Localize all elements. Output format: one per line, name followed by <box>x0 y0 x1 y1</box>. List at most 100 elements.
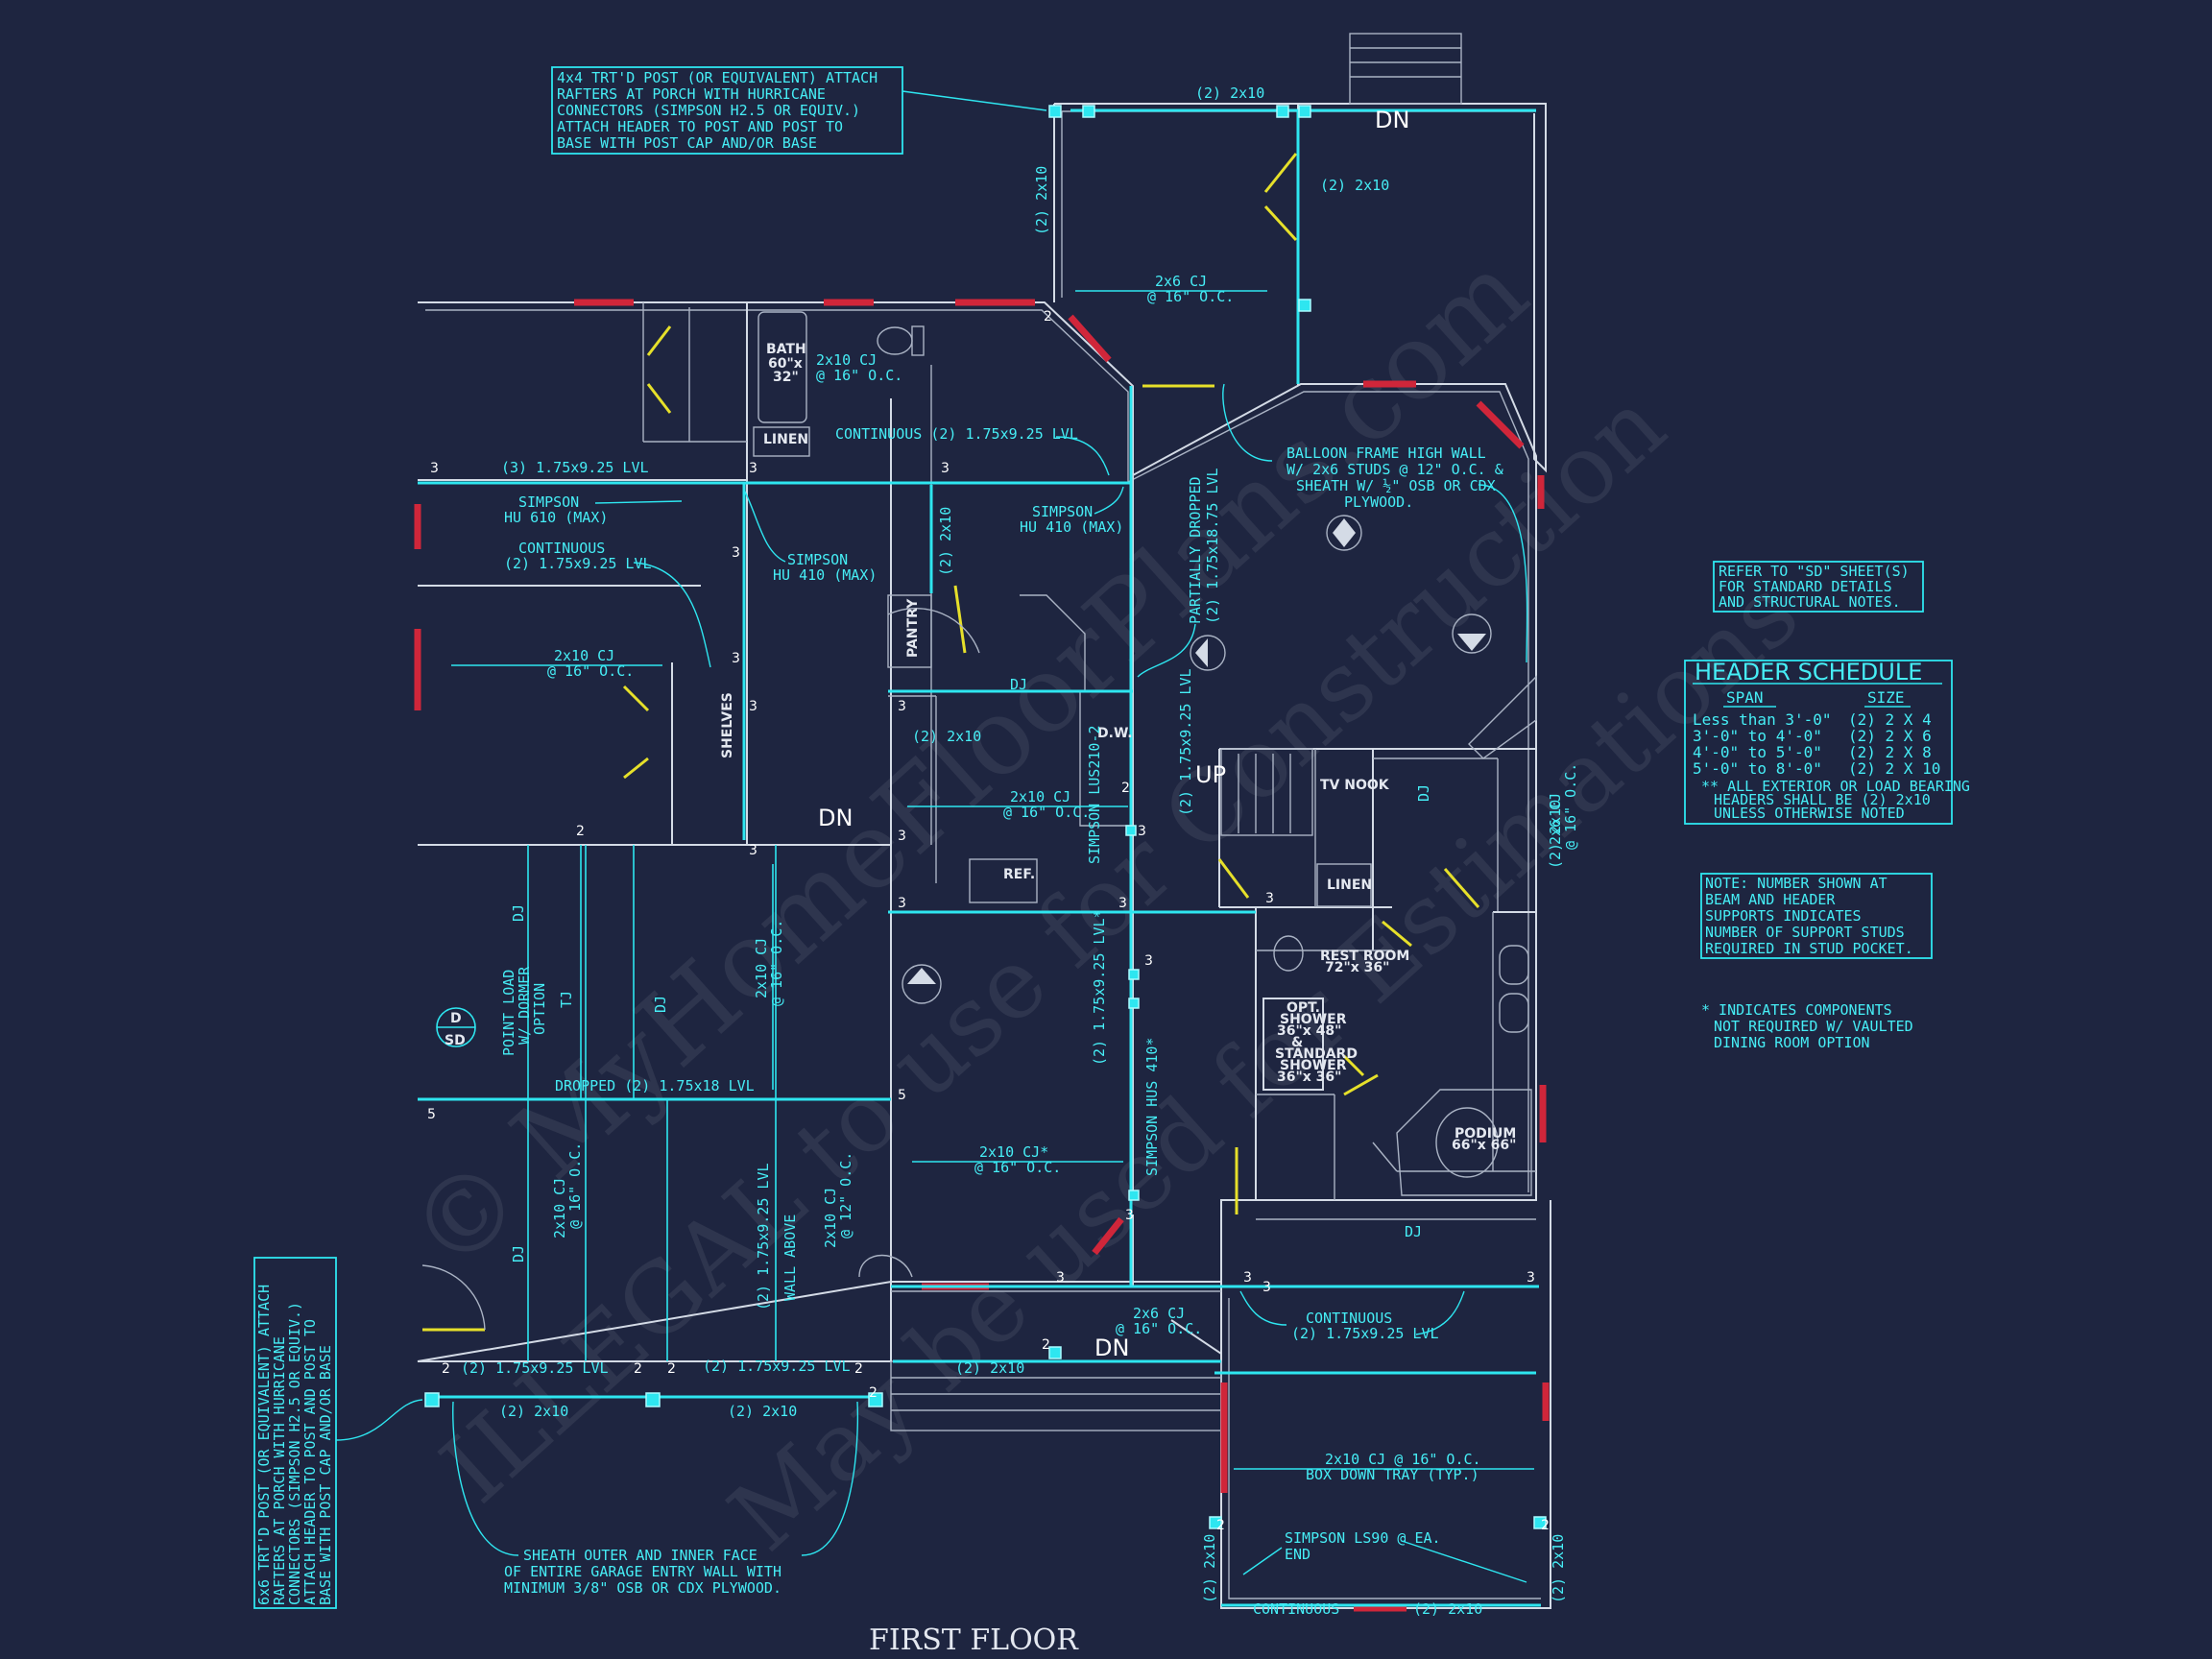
fan-icon-2 <box>1452 613 1492 654</box>
drawing-title: FIRST FLOOR <box>869 1623 1079 1657</box>
lbl-dj-right: DJ <box>1415 784 1432 802</box>
note-studs-3: SUPPORTS INDICATES <box>1705 907 1862 925</box>
lbl-simpson-hu410b-2: HU 410 (MAX) <box>773 566 877 584</box>
stud-count: 3 <box>749 699 757 714</box>
lbl-dj-kitchen: DJ <box>1010 676 1027 693</box>
arrow-dn-porch: DN <box>1375 107 1409 133</box>
note-garage-post-3: CONNECTORS (SIMPSON H2.5 OR EQUIV.) <box>286 1302 303 1605</box>
lbl-front-left-2x10: (2) 2x10 <box>1201 1534 1218 1603</box>
note-sheath-1: SHEATH OUTER AND INNER FACE <box>523 1547 757 1564</box>
arrow-dn-kitchen: DN <box>818 805 853 831</box>
stud-count: 3 <box>749 843 757 858</box>
lbl-simpson-hus: SIMPSON HUS 410* <box>1143 1038 1161 1177</box>
stud-count: 3 <box>941 461 950 476</box>
header-schedule-note-1: ** ALL EXTERIOR OR LOAD BEARING <box>1701 778 1970 795</box>
label-rest-room-2: 72"x 36" <box>1325 960 1389 975</box>
stud-count: 3 <box>749 461 757 476</box>
lbl-garage-lvl-b: (2) 1.75x9.25 LVL <box>703 1358 851 1375</box>
fan-icon-1 <box>1326 515 1362 551</box>
room-labels: BATH 60"x 32" LINEN PANTRY SHELVES D.W. … <box>436 342 1516 1153</box>
lbl-bath-cj-2: @ 16" O.C. <box>816 367 902 384</box>
note-sheath-garage: SHEATH OUTER AND INNER FACE OF ENTIRE GA… <box>452 1401 859 1597</box>
stud-count: 2 <box>869 1385 878 1401</box>
lbl-dining-lvl: (2) 1.75x9.25 LVL* <box>1091 909 1108 1066</box>
lbl-point-load-2: W/ DORMER <box>516 966 533 1045</box>
stud-count: 2 <box>576 824 585 839</box>
label-shower-3: 36"x 48" <box>1277 1023 1341 1039</box>
stud-count: 3 <box>1265 891 1274 906</box>
stud-count: 3 <box>732 545 740 561</box>
note-sd-sheet: REFER TO "SD" SHEET(S) FOR STANDARD DETA… <box>1713 561 1924 613</box>
lbl-porch-cj2-2: BOX DOWN TRAY (TYP.) <box>1306 1466 1479 1483</box>
label-linen-2: LINEN <box>1327 878 1372 893</box>
lbl-simpson-lsu-2: END <box>1285 1546 1310 1563</box>
lbl-continuous-left-2: (2) 1.75x9.25 LVL <box>504 555 652 572</box>
note-porch-post-3: CONNECTORS (SIMPSON H2.5 OR EQUIV.) <box>557 102 860 119</box>
stud-count: 3 <box>732 651 740 666</box>
lbl-garage-cj-2: @ 16" O.C. <box>768 920 785 1006</box>
header-schedule-title: HEADER SCHEDULE <box>1695 659 1922 685</box>
stud-count: 3 <box>1243 1270 1252 1286</box>
stud-count: 3 <box>1262 1280 1271 1295</box>
note-vaulted: * INDICATES COMPONENTS NOT REQUIRED W/ V… <box>1701 1001 1913 1051</box>
stud-count: 2 <box>1121 781 1130 796</box>
note-porch-post-2: RAFTERS AT PORCH WITH HURRICANE <box>557 85 826 103</box>
lbl-pantry-2x10: (2) 2x10 <box>937 507 954 576</box>
label-rest-room-1: REST ROOM <box>1320 949 1409 964</box>
lbl-continuous-bottom-1: CONTINUOUS <box>1306 1310 1392 1327</box>
lbl-dropped: DROPPED (2) 1.75x18 LVL <box>555 1077 755 1094</box>
label-shower-1: OPT. <box>1286 1000 1320 1016</box>
lbl-top-2x10: (2) 2x10 <box>1195 84 1264 102</box>
note-garage-post-4: ATTACH HEADER TO POST AND POST TO <box>301 1319 319 1605</box>
lbl-bed-cj-2: @ 16" O.C. <box>547 662 634 680</box>
stud-count: 3 <box>1527 1270 1535 1286</box>
framing-labels: (2) 2x10 (2) 2x10 (2) 2x10 2x6 CJ @ 16" … <box>451 84 1579 1618</box>
note-studs-1: NOTE: NUMBER SHOWN AT <box>1705 875 1887 892</box>
header-schedule-col-span: SPAN <box>1726 688 1764 707</box>
note-sd-2: FOR STANDARD DETAILS <box>1719 578 1892 595</box>
note-garage-post-2: RAFTERS AT PORCH WITH HURRICANE <box>271 1336 288 1605</box>
header-schedule-span-3: 4'-0" to 5'-0" <box>1693 743 1822 761</box>
fan-symbols <box>902 515 1492 1004</box>
lbl-garage-dj1: DJ <box>510 904 527 922</box>
lbl-continuous-top: CONTINUOUS (2) 1.75x9.25 LVL <box>835 425 1078 443</box>
label-shower-5: STANDARD <box>1275 1046 1358 1062</box>
note-studs-5: REQUIRED IN STUD POCKET. <box>1705 940 1913 957</box>
note-balloon-2: W/ 2x6 STUDS @ 12" O.C. & <box>1286 461 1503 478</box>
arrow-dn-front: DN <box>1094 1334 1129 1361</box>
stud-count: 2 <box>667 1361 676 1377</box>
lbl-right-2x10: (2) 2x10 <box>1547 800 1564 869</box>
lbl-kitchen-cj-1: 2x10 CJ <box>1010 788 1070 805</box>
stud-count: 2 <box>1216 1518 1225 1533</box>
lbl-foyer-cj-1: 2x6 CJ <box>1133 1305 1185 1322</box>
stud-count: 2 <box>1044 309 1052 325</box>
note-garage-post-1: 6x6 TRT'D POST (OR EQUIVALENT) ATTACH <box>255 1285 273 1605</box>
lbl-simpson-hu410a-1: SIMPSON <box>1032 503 1093 520</box>
lbl-garage-cj3-2: @ 12" O.C. <box>837 1152 854 1238</box>
header-schedule-size-4: (2) 2 X 10 <box>1848 759 1940 778</box>
stud-count: 5 <box>427 1107 436 1122</box>
lbl-dj-bath: DJ <box>1405 1223 1422 1240</box>
header-schedule-size-2: (2) 2 X 6 <box>1848 727 1932 745</box>
lbl-porch-cj-1: 2x6 CJ <box>1155 273 1207 290</box>
watermark-line-1: © MyHomeFloorPlans.com <box>386 229 1551 1295</box>
note-studs-2: BEAM AND HEADER <box>1705 891 1836 908</box>
stud-count: 2 <box>634 1361 642 1377</box>
note-support-studs: NOTE: NUMBER SHOWN AT BEAM AND HEADER SU… <box>1700 873 1933 959</box>
lbl-dining-cj-2: @ 16" O.C. <box>974 1159 1061 1176</box>
header-schedule-col-size: SIZE <box>1867 688 1905 707</box>
lbl-front-2x10: (2) 2x10 <box>955 1359 1024 1377</box>
lbl-right-cj-1: 2x6 CJ <box>1547 793 1564 845</box>
label-pantry: PANTRY <box>905 598 921 658</box>
label-shower-4: & <box>1291 1035 1303 1050</box>
arrow-up-stairs: UP <box>1195 761 1226 788</box>
header-schedule-span-4: 5'-0" to 8'-0" <box>1693 759 1822 778</box>
note-porch-post-1: 4x4 TRT'D POST (OR EQUIVALENT) ATTACH <box>557 69 878 86</box>
lbl-garage-2x10-a: (2) 2x10 <box>499 1403 568 1420</box>
fan-icon-4 <box>902 964 942 1004</box>
lbl-simpson-hu410b-1: SIMPSON <box>787 551 848 568</box>
lbl-front-bottom-2x10: (2) 2x10 <box>1413 1600 1482 1618</box>
lbl-foyer-cj-2: @ 16" O.C. <box>1116 1320 1202 1337</box>
lbl-simpson-lus: SIMPSON LUS210-2 <box>1086 726 1103 865</box>
